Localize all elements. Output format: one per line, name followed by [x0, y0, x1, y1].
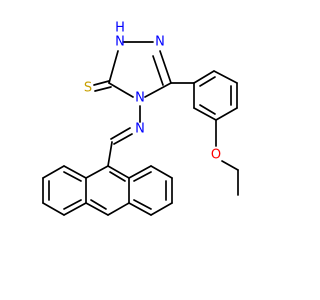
- ring-nh-h-label: H: [115, 21, 125, 36]
- atom-labels: H N N N N S O: [84, 21, 221, 163]
- bond-c5-n4: [144, 82, 172, 98]
- bond-c3-s-a: [93, 80, 110, 86]
- bond-p5d: [199, 104, 216, 115]
- bond-r1: [128, 165, 152, 179]
- bond-p1: [193, 70, 215, 84]
- imine-n-label: N: [135, 122, 145, 137]
- bond-r2: [150, 165, 173, 179]
- bond-r4d: [133, 199, 152, 210]
- bond-r1d: [133, 171, 152, 182]
- bond-p1d: [199, 76, 216, 87]
- bond-a6: [85, 165, 109, 179]
- bond-p5: [193, 107, 217, 121]
- bond-a1: [107, 165, 130, 179]
- bond-r4: [150, 202, 173, 216]
- bond-p2: [213, 70, 238, 84]
- bond-c3-nh: [108, 50, 119, 84]
- bond-l1d: [63, 171, 82, 182]
- bond-n4-c3: [108, 82, 134, 98]
- structure-diagram: H N N N N S O: [42, 21, 239, 216]
- bond-ch-anthracene: [107, 141, 113, 167]
- bond-o-ch2: [221, 160, 239, 171]
- bond-a3d: [90, 199, 107, 210]
- bond-p4: [215, 107, 238, 121]
- bond-nimine-ch-double: [110, 127, 131, 140]
- bond-l5: [63, 202, 87, 216]
- bond-c3-s-b: [94, 86, 112, 92]
- ring-n4-label: N: [135, 91, 145, 106]
- thione-s-label: S: [84, 81, 92, 96]
- triazole-ring: [108, 41, 172, 98]
- imine-linker: [107, 105, 141, 167]
- bond-l2: [42, 165, 65, 179]
- bond-l1: [63, 165, 87, 179]
- ring-n-right-label: N: [155, 35, 165, 50]
- bond-nn-c5: [159, 50, 172, 84]
- bond-r5: [128, 202, 152, 216]
- thione-bond: [93, 80, 112, 92]
- bond-l4d: [63, 199, 82, 210]
- bond-a1d: [109, 171, 126, 182]
- bond-a4: [85, 202, 109, 216]
- bond-a3: [107, 202, 130, 216]
- molecule-canvas: H N N N N S O: [42, 20, 239, 216]
- ether-o-label: O: [211, 148, 221, 163]
- ring-nh-n-label: N: [115, 35, 125, 50]
- bond-nimine-ch: [113, 133, 133, 145]
- anthracene: [42, 165, 173, 216]
- ethoxyphenyl: [170, 70, 239, 196]
- bond-nn-c5-double: [152, 55, 164, 86]
- bond-l4: [42, 202, 65, 216]
